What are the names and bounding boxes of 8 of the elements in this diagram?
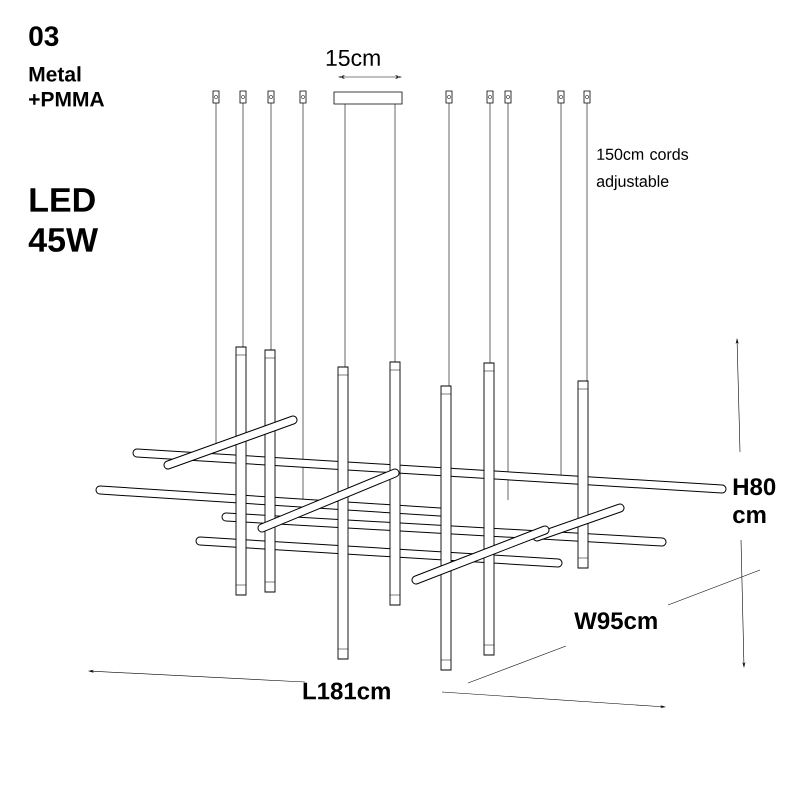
dimension-label: L181cm bbox=[304, 682, 390, 700]
material-text: Metal +PMMA bbox=[29, 66, 104, 106]
dimension-label: W95cm bbox=[574, 612, 657, 630]
power-text: LED 45W bbox=[28, 188, 98, 252]
dimension-label: 15cm bbox=[326, 50, 380, 66]
cord-note: 150cm cords adjustable bbox=[596, 148, 688, 190]
model-number: 03 bbox=[29, 26, 58, 46]
dimension-label: H80 cm bbox=[733, 478, 776, 524]
